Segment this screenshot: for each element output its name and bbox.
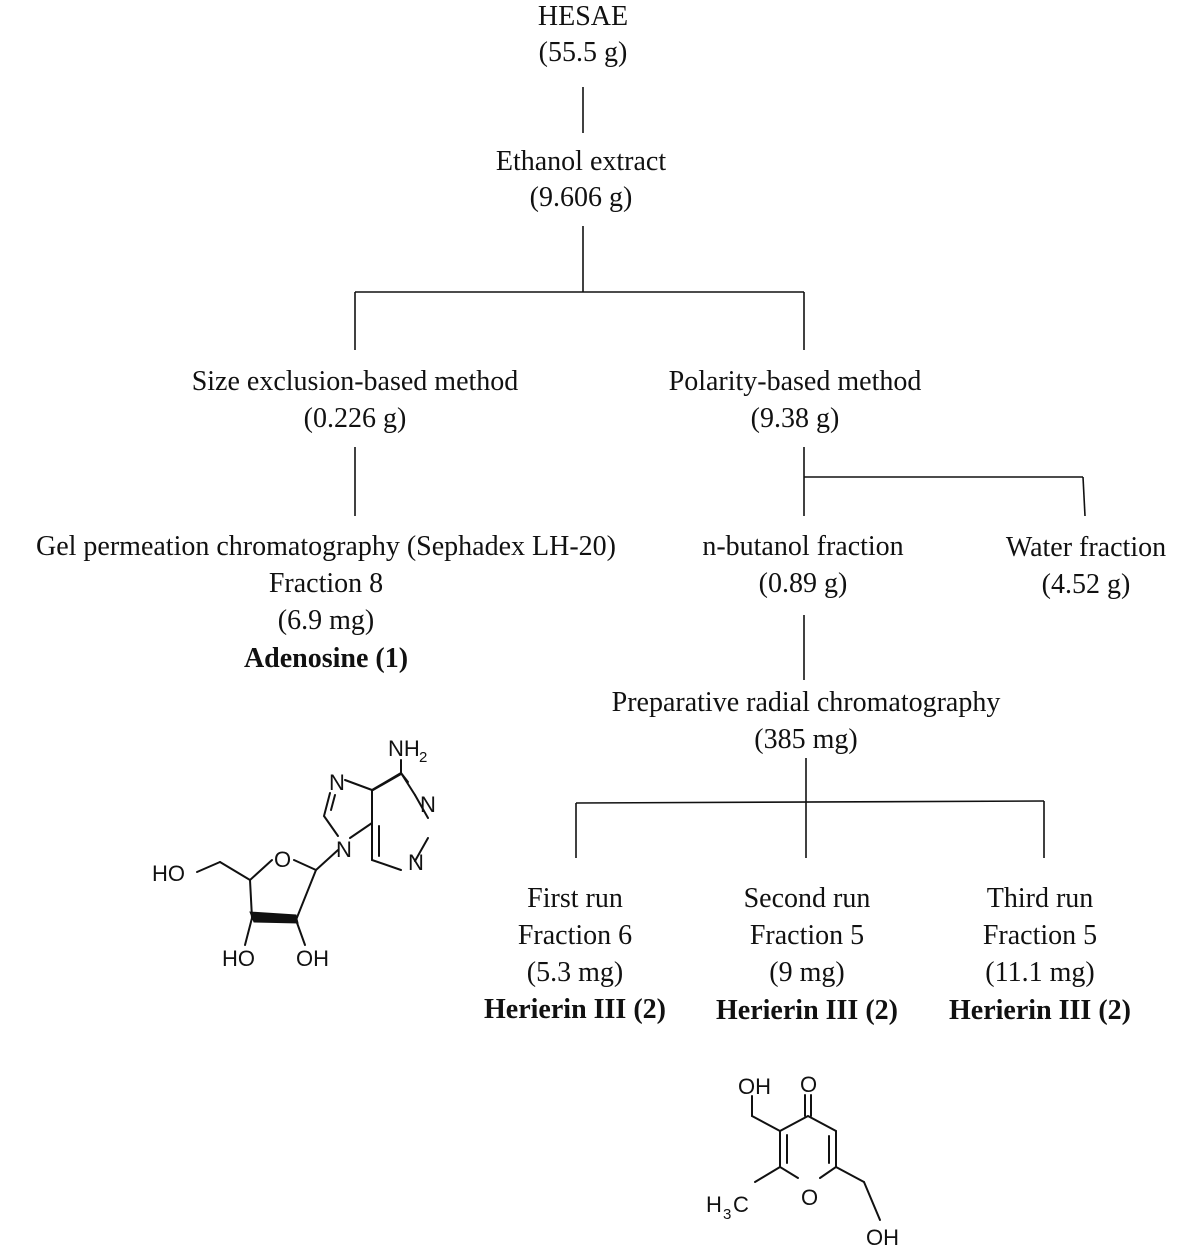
adenosine-oh-bond [295,919,306,946]
gel-fraction: Fraction 8 [269,568,383,599]
ethanol-amount: (9.606 g) [530,182,633,213]
herierin-h3c-c: C [733,1192,749,1217]
node-size-exclusion: Size exclusion-based method (0.226 g) [192,366,519,434]
gel-compound: Adenosine (1) [244,643,408,674]
herierin-ring-o: O [801,1185,818,1210]
adenosine-ho-2: HO [222,946,255,971]
node-gel-permeation: Gel permeation chromatography (Sephadex … [36,531,616,674]
connector-to-water [1082,476,1086,517]
run1-compound: Herierin III (2) [484,994,666,1025]
herierin-ch2oh-bottom [835,1166,865,1183]
herierin-ring [779,1115,837,1179]
run3-label: Third run [987,883,1094,914]
adenosine-ho-1: HO [152,861,185,886]
herierin-ch2oh-bottom-o [863,1181,881,1221]
hesae-amount: (55.5 g) [539,37,628,68]
node-radial-chromatography: Preparative radial chromatography (385 m… [612,687,1001,755]
herierin-methyl-bond [754,1166,781,1183]
adenosine-nh2-subscript: 2 [419,749,427,766]
adenosine-imidazole-ring [322,779,373,839]
water-label: Water fraction [1006,532,1166,563]
adenosine-ch2-o-bond [196,861,221,873]
node-third-run: Third run Fraction 5 (11.1 mg) Herierin … [949,883,1131,1026]
adenosine-n-3: N [408,850,424,875]
herierin-oh-bottom: OH [866,1225,899,1250]
butanol-amount: (0.89 g) [759,568,848,599]
run1-fraction: Fraction 6 [518,920,632,951]
herierin-structure: OH O H 3 C O OH [706,1072,899,1250]
size-exclusion-label: Size exclusion-based method [192,366,519,397]
run1-amount: (5.3 mg) [527,957,623,988]
node-hesae: HESAE (55.5 g) [538,1,628,68]
ethanol-label: Ethanol extract [496,146,666,177]
run2-amount: (9 mg) [769,957,844,988]
gel-amount: (6.9 mg) [278,605,374,636]
adenosine-n-2: N [329,770,345,795]
adenosine-n-1: N [420,792,436,817]
run3-amount: (11.1 mg) [985,957,1094,988]
adenosine-ch2-bond [219,861,251,881]
adenosine-glycosidic-bond [315,849,339,871]
node-ethanol-extract: Ethanol extract (9.606 g) [496,146,666,213]
adenosine-structure: NH 2 N N N N O HO HO OH [152,736,436,971]
run2-compound: Herierin III (2) [716,995,898,1026]
adenosine-nh2: NH [388,736,420,761]
adenosine-oh: OH [296,946,329,971]
connector-runs-horizontal [575,800,1045,804]
size-exclusion-amount: (0.226 g) [304,403,407,434]
node-first-run: First run Fraction 6 (5.3 mg) Herierin I… [484,883,666,1025]
hesae-label: HESAE [538,1,628,32]
butanol-label: n-butanol fraction [702,531,903,562]
herierin-h3c-h: H [706,1192,722,1217]
node-second-run: Second run Fraction 5 (9 mg) Herierin II… [716,883,898,1026]
adenosine-pyrimidine-ring [371,772,429,871]
radial-label: Preparative radial chromatography [612,687,1001,718]
adenosine-wedge-bond [249,911,299,924]
run3-fraction: Fraction 5 [983,920,1097,951]
polarity-label: Polarity-based method [669,366,922,397]
herierin-oh-top: OH [738,1074,771,1099]
polarity-amount: (9.38 g) [751,403,840,434]
gel-label: Gel permeation chromatography (Sephadex … [36,531,616,562]
water-amount: (4.52 g) [1042,569,1131,600]
run2-fraction: Fraction 5 [750,920,864,951]
run1-label: First run [527,883,623,914]
adenosine-ring-c6-n1 [400,772,416,796]
connector-lines [354,87,1086,858]
adenosine-n-4: N [336,837,352,862]
adenosine-ho-bond-1 [244,917,253,946]
herierin-keto-o: O [800,1072,817,1097]
node-butanol: n-butanol fraction (0.89 g) [702,531,903,599]
adenosine-o: O [274,847,291,872]
adenosine-imidazole-double [330,794,336,811]
run2-label: Second run [744,883,871,914]
herierin-h3c-subscript: 3 [723,1206,731,1223]
herierin-ch2oh-top [751,1115,781,1132]
radial-amount: (385 mg) [754,724,857,755]
node-polarity: Polarity-based method (9.38 g) [669,366,922,434]
run3-compound: Herierin III (2) [949,995,1131,1026]
node-water: Water fraction (4.52 g) [1006,532,1166,600]
